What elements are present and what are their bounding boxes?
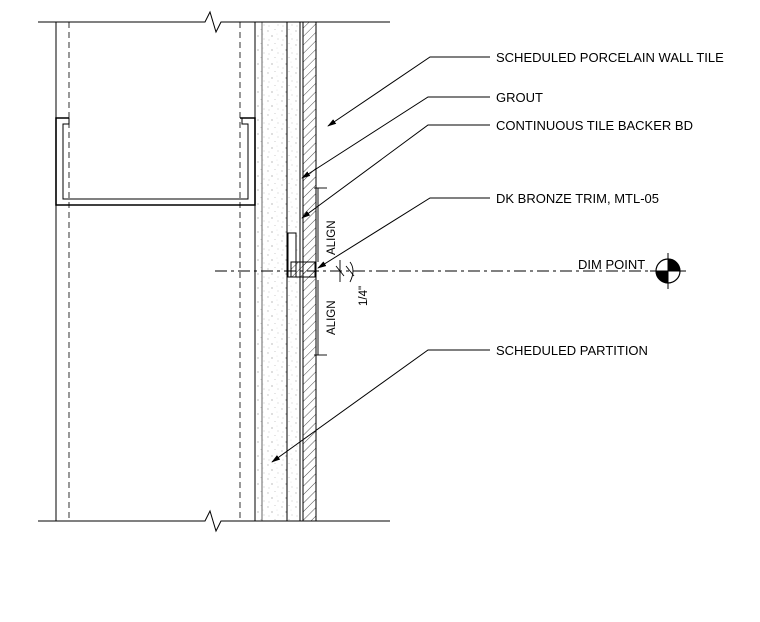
dim-align-upper: ALIGN bbox=[326, 220, 338, 255]
callout-partition: SCHEDULED PARTITION bbox=[496, 343, 648, 358]
dim-point-symbol-icon bbox=[650, 253, 686, 289]
dim-quarter-inch: 1/4" bbox=[358, 286, 370, 306]
callout-dim-point: DIM POINT bbox=[578, 257, 645, 272]
leader-backer-board bbox=[301, 124, 490, 219]
align-dimension bbox=[314, 187, 327, 356]
leader-trim bbox=[317, 197, 490, 269]
callout-trim: DK BRONZE TRIM, MTL-05 bbox=[496, 191, 659, 206]
break-line-top bbox=[38, 10, 390, 34]
stud-partition bbox=[55, 22, 256, 521]
callout-backer-board: CONTINUOUS TILE BACKER BD bbox=[496, 118, 693, 133]
break-line-bottom bbox=[38, 509, 390, 533]
bronze-trim bbox=[287, 232, 316, 278]
callout-porcelain-tile: SCHEDULED PORCELAIN WALL TILE bbox=[496, 50, 724, 65]
quarter-inch-dimension bbox=[335, 260, 355, 283]
dim-align-lower: ALIGN bbox=[326, 300, 338, 335]
metal-stud-channel bbox=[55, 117, 256, 206]
backer-board-layer bbox=[254, 21, 288, 522]
callout-grout: GROUT bbox=[496, 90, 543, 105]
leader-grout bbox=[301, 96, 490, 179]
leader-partition bbox=[271, 349, 490, 463]
leader-porcelain-tile bbox=[327, 56, 490, 127]
